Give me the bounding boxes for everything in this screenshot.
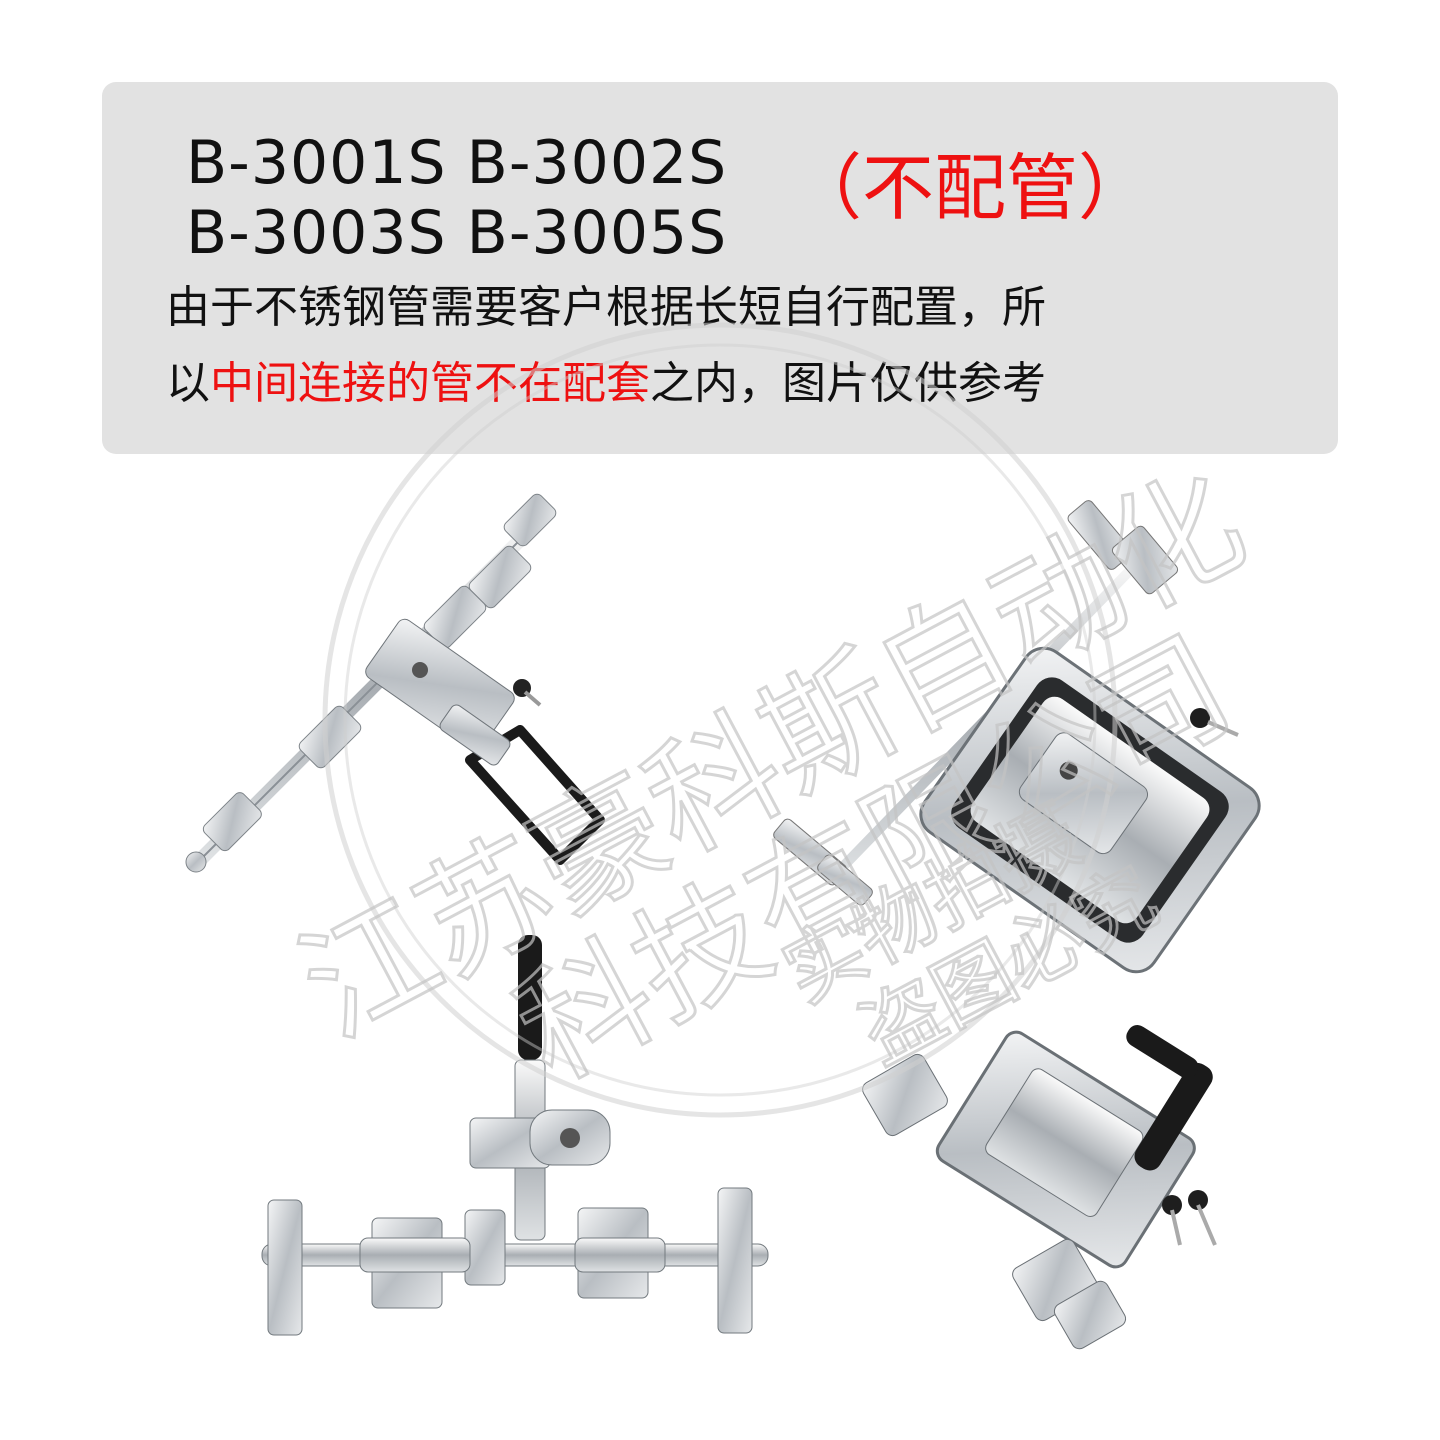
handle-latch-icon — [862, 1025, 1217, 1350]
model-line-2: B-3003S B-3005S — [186, 198, 728, 268]
model-line-1: B-3001S B-3002S — [186, 128, 728, 198]
no-pipe-label: （不配管） — [790, 146, 1151, 230]
door-lock-icon — [185, 493, 605, 873]
model-numbers: B-3001S B-3002S B-3003S B-3005S — [186, 128, 727, 268]
description-line-2-start: 以 — [166, 358, 210, 409]
bar-lock-icon — [261, 935, 769, 1336]
paddle-lock-icon — [773, 500, 1261, 974]
